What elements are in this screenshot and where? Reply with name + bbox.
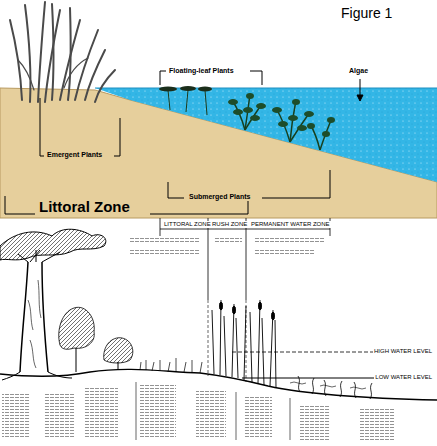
label-brackets (5, 71, 363, 214)
floating-leaf-plants (159, 86, 212, 115)
zone-label: Littoral Zone (38, 199, 131, 216)
figure-number: Figure 1 (340, 6, 393, 21)
plant-label: Submerged Plants (188, 193, 251, 201)
submerged-plants (228, 93, 335, 150)
plant-label: Emergent Plants (46, 151, 103, 159)
zone-header: RUSH ZONE (211, 221, 248, 228)
water-level-label: LOW WATER LEVEL (374, 374, 433, 381)
line-profile (0, 218, 437, 440)
zone-header: LITTORAL ZONE (163, 221, 212, 228)
emergent-reeds (10, 2, 115, 102)
zone-header: PERMANENT WATER ZONE (250, 221, 331, 228)
color-cross-section (0, 2, 437, 218)
algae-label: Algae (348, 67, 369, 75)
plant-label: Floating-leaf Plants (168, 67, 235, 75)
water-level-label: HIGH WATER LEVEL (373, 348, 433, 355)
